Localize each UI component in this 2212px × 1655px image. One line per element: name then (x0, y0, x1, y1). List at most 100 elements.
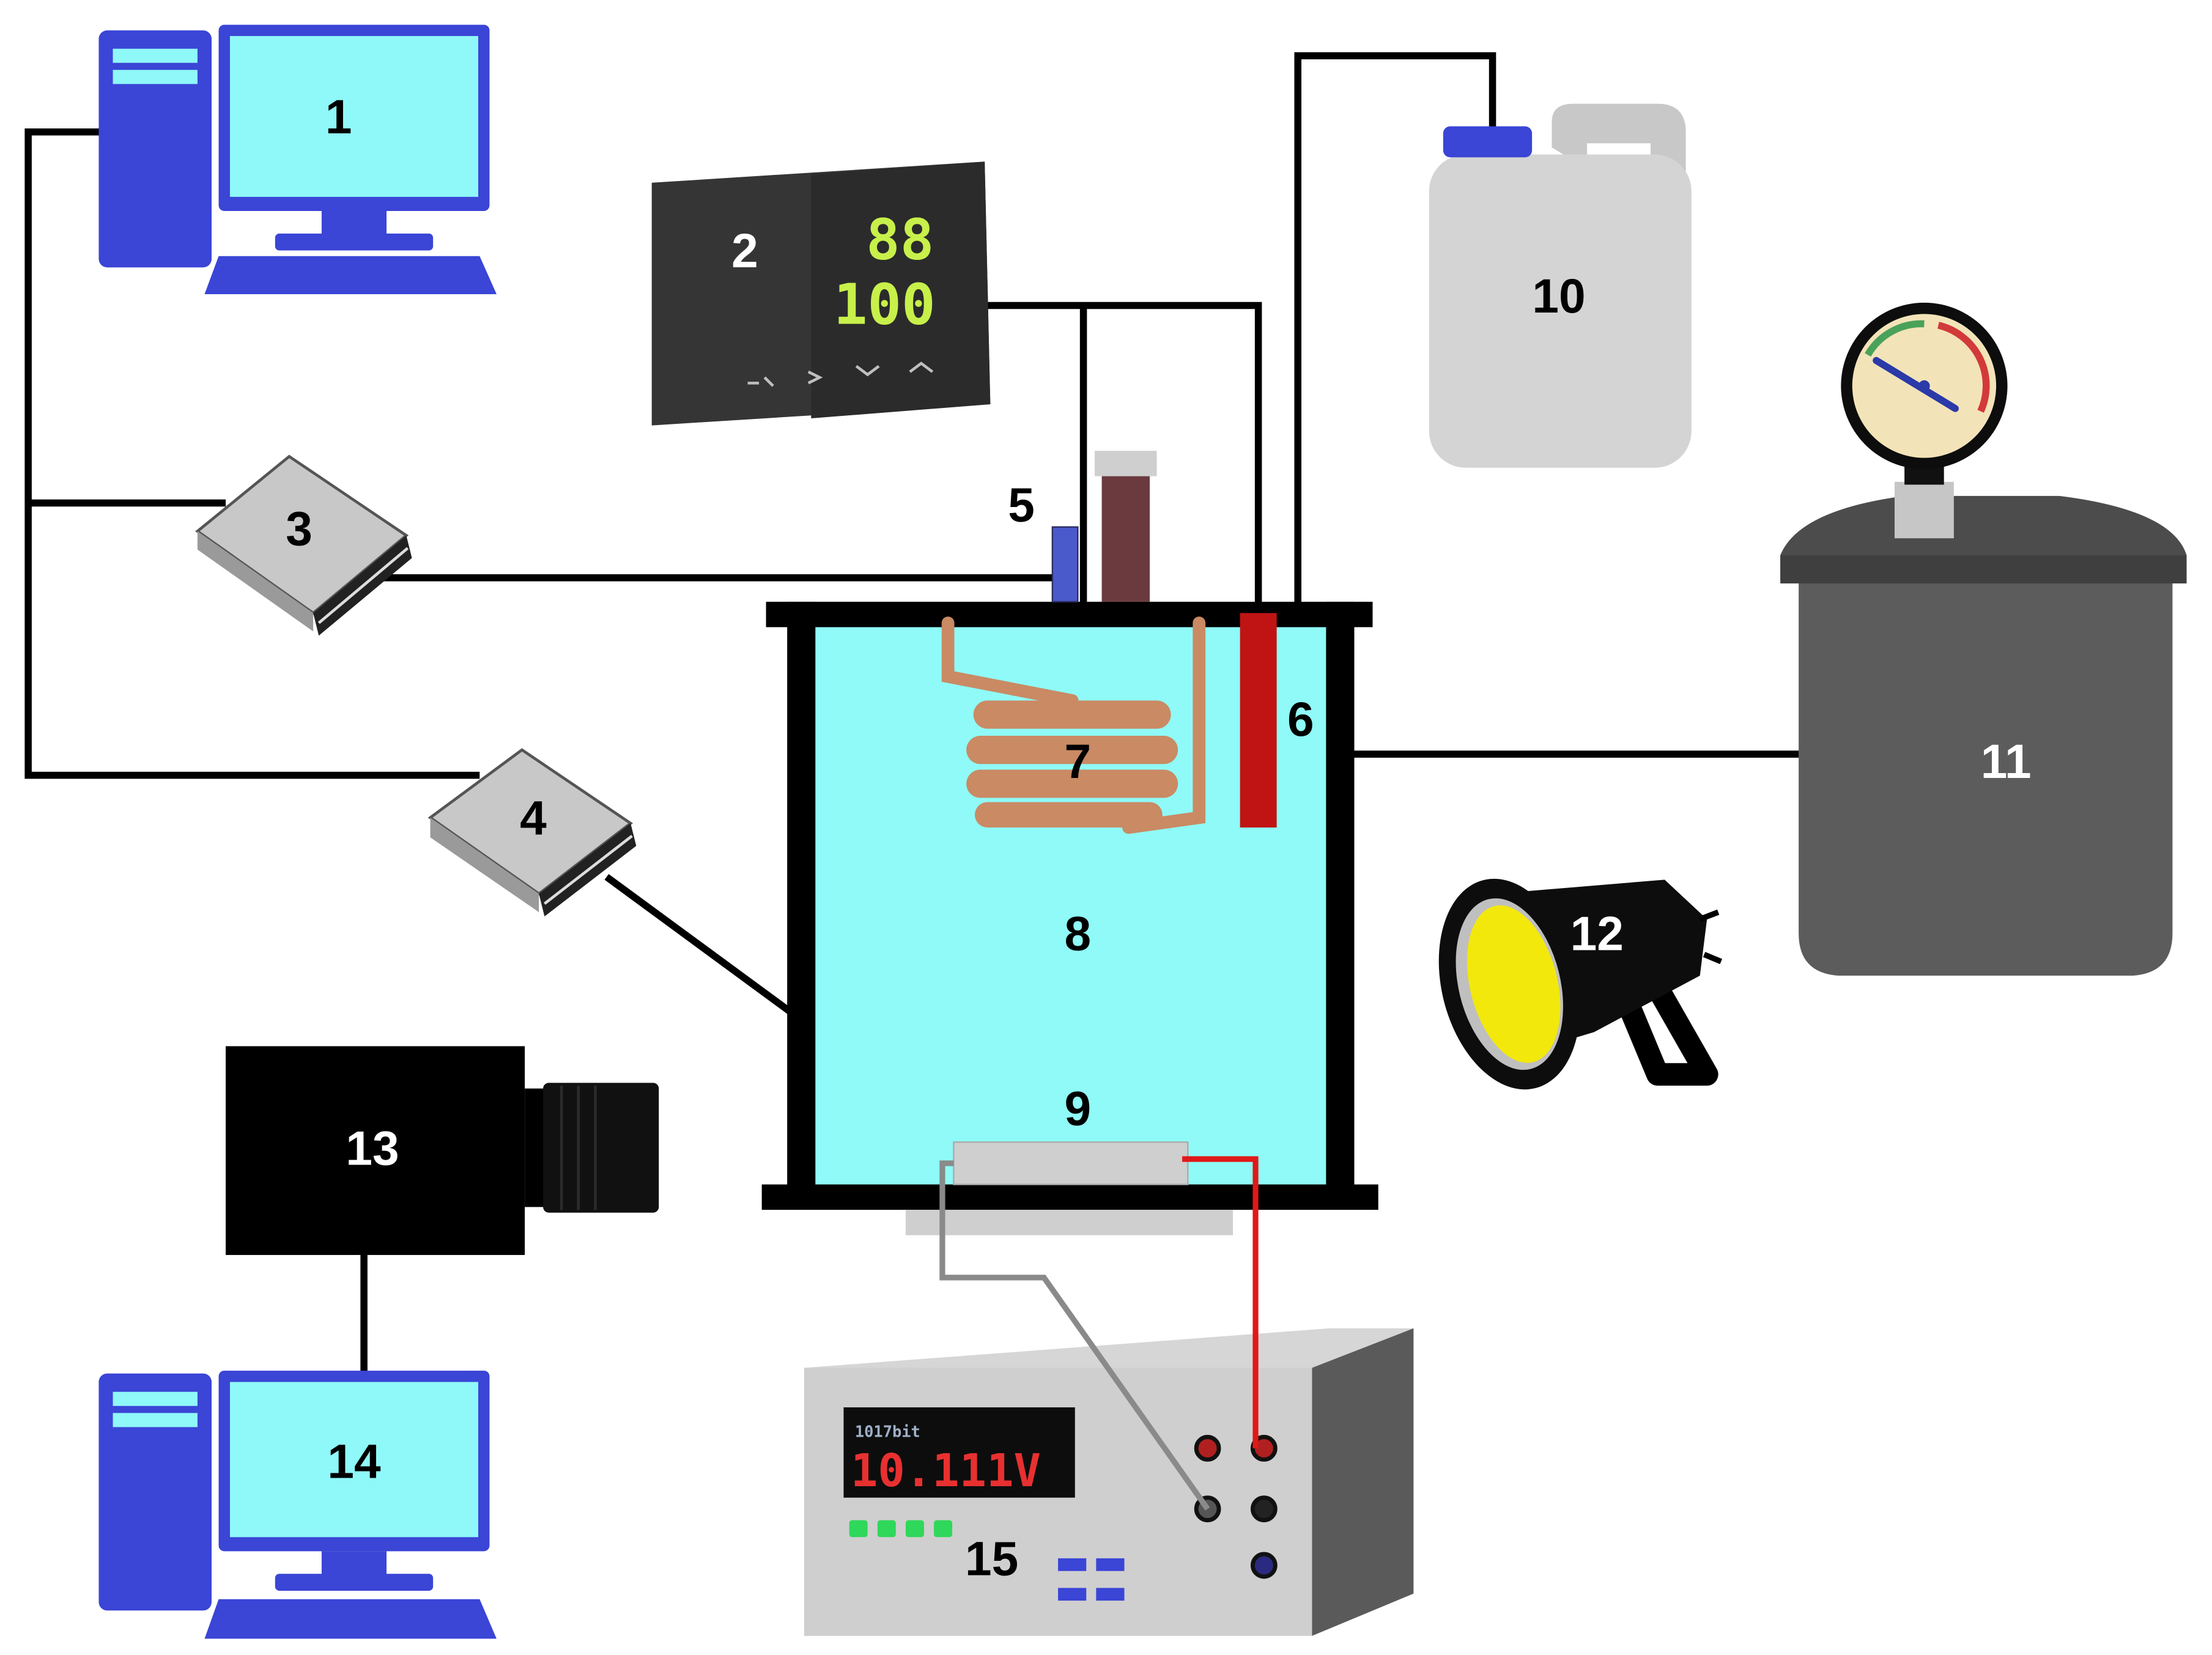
test-section-plate (953, 1141, 1189, 1185)
vessel-body (1799, 566, 2173, 976)
vial-body (1101, 476, 1150, 602)
psu-display-panel (843, 1407, 1075, 1498)
wire-controller-to-heater (987, 302, 1262, 623)
monitor-screen (230, 35, 478, 197)
gauge-pivot (1918, 380, 1930, 392)
daq-side (197, 531, 314, 632)
computer-1: 1 (98, 24, 497, 295)
vessel-lid-rim (1780, 555, 2187, 583)
gauge-stem (1894, 481, 1954, 539)
tank-lid (766, 601, 1373, 628)
label-4: 4 (520, 791, 547, 845)
terminal-blue (1250, 1552, 1278, 1579)
pc-drive-bay (113, 48, 198, 63)
controller-face-shade (811, 161, 991, 419)
vial-cap (1095, 451, 1157, 476)
controller-buttons (747, 361, 934, 387)
container-cap (1443, 126, 1533, 158)
daq-connector-pins (543, 835, 633, 905)
label-6: 6 (1287, 692, 1314, 746)
monitor-stand (321, 1551, 387, 1577)
status-led (877, 1520, 896, 1538)
wire-container-to-tank (1294, 52, 1496, 609)
pc-drive-bay (113, 70, 198, 84)
water-container: 10 (1429, 103, 1692, 468)
temperature-controller: 88 100 2 (651, 161, 991, 426)
terminal-black (1250, 1495, 1278, 1523)
camera: 13 (226, 1046, 659, 1255)
wire-gray-lead (939, 1160, 1210, 1511)
keyboard (204, 1599, 497, 1639)
label-12: 12 (1570, 907, 1624, 961)
gauge-scale-green (1865, 320, 1925, 357)
heater: 6 (1240, 613, 1314, 828)
coil-inlet-tube (941, 616, 1079, 707)
lamp: 12 (1438, 878, 1723, 1090)
gauge-scale-red (1937, 322, 1990, 413)
monitor-base (275, 1574, 434, 1591)
keyboard (204, 256, 497, 295)
label-14: 14 (327, 1434, 381, 1488)
label-2: 2 (731, 224, 758, 278)
tank-base (761, 1184, 1378, 1210)
pc-drive-bay (113, 1391, 198, 1406)
camera-body (226, 1046, 525, 1255)
camera-lens-rings (560, 1086, 597, 1210)
psu-side (1312, 1328, 1414, 1636)
tank-right-wall (1326, 601, 1355, 1194)
psu-keypad (1058, 1558, 1125, 1601)
label-3: 3 (286, 502, 313, 556)
controller-display-line2: 100 (834, 271, 936, 337)
label-7: 7 (1065, 735, 1092, 788)
pressure-vessel: 11 (1780, 302, 2187, 976)
monitor-screen (230, 1382, 478, 1538)
label-10: 10 (1532, 269, 1585, 323)
controller-display-line1: 88 (866, 206, 934, 272)
label-13: 13 (346, 1121, 399, 1175)
wiring (24, 52, 1806, 1378)
label-11: 11 (1981, 735, 2032, 788)
heater-rod (1240, 613, 1277, 828)
status-led (849, 1520, 868, 1538)
chevron-up-icon (909, 361, 934, 373)
test-section-substrate (905, 1210, 1234, 1235)
lamp-handle (1611, 970, 1718, 1086)
monitor-stand (321, 210, 387, 237)
gauge-needle (1873, 357, 1959, 412)
psu-key (1058, 1588, 1087, 1601)
chevron-down-icon (855, 365, 880, 377)
pc-tower (98, 1373, 212, 1611)
psu-top (804, 1328, 1414, 1368)
power-supply: 1017bit 10.111V 15 (804, 1328, 1414, 1636)
controller-arrow-right-icon (807, 370, 823, 385)
sensor-probe (1051, 526, 1079, 603)
pc-tower (98, 30, 212, 268)
daq-module-4: 4 (427, 748, 637, 917)
daq-module-3: 3 (195, 454, 412, 636)
label-9: 9 (1065, 1082, 1092, 1136)
computer-14: 14 (98, 1371, 497, 1639)
tank-left-wall (787, 601, 816, 1194)
psu-key (1096, 1558, 1125, 1571)
camera-lens (543, 1083, 659, 1213)
daq-side (430, 817, 539, 913)
terminal-red (1194, 1435, 1221, 1462)
test-section: 9 (905, 1082, 1234, 1235)
label-1: 1 (325, 90, 352, 144)
daq-connector-pins (317, 547, 409, 624)
psu-display-small: 1017bit (855, 1423, 920, 1441)
cooling-coil (941, 616, 1206, 834)
lamp-lens (1467, 905, 1561, 1063)
controller-mode-icon (747, 376, 774, 387)
lamp-bracket (1698, 909, 1723, 964)
psu-display-reading: 10.111V (851, 1445, 1041, 1497)
wire-red-lead (1182, 1156, 1259, 1448)
container-body (1429, 154, 1692, 468)
label-15: 15 (965, 1532, 1018, 1586)
monitor-base (275, 233, 434, 251)
status-led (934, 1520, 953, 1538)
label-8: 8 (1065, 907, 1092, 961)
sensor-5: 5 (1008, 478, 1079, 603)
psu-status-leds (849, 1520, 953, 1538)
